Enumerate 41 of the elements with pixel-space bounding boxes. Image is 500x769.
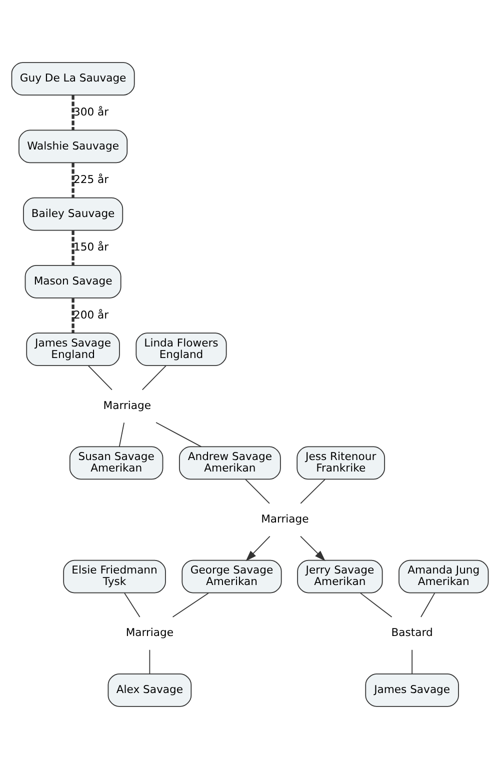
connector bbox=[72, 230, 74, 266]
connector bbox=[156, 422, 202, 448]
node-box: Andrew Savage Amerikan bbox=[179, 446, 281, 480]
node-box: George Savage Amerikan bbox=[182, 560, 282, 594]
node-text: Marriage bbox=[126, 626, 174, 640]
node-box: Guy De La Sauvage bbox=[11, 62, 135, 96]
edge-label: 300 år bbox=[74, 105, 109, 118]
node-box: Jerry Savage Amerikan bbox=[297, 560, 383, 594]
edge-label: 150 år bbox=[74, 240, 109, 254]
node-box: Susan Savage Amerikan bbox=[69, 446, 164, 480]
node-text: Marriage bbox=[103, 398, 152, 412]
connector bbox=[124, 592, 140, 618]
node-box: James Savage bbox=[365, 673, 459, 707]
connector bbox=[149, 649, 150, 674]
node-box: Bailey Sauvage bbox=[23, 197, 124, 231]
node-box: Jess Ritenour Frankrike bbox=[296, 446, 386, 480]
connector bbox=[172, 592, 209, 618]
node-text: Bastard bbox=[391, 626, 433, 640]
node-box: Linda Flowers England bbox=[136, 332, 227, 366]
connector bbox=[300, 479, 326, 504]
arrow bbox=[246, 536, 270, 562]
connector bbox=[420, 592, 436, 618]
connector bbox=[245, 479, 270, 504]
connector bbox=[88, 365, 112, 390]
connector bbox=[118, 422, 125, 448]
connector bbox=[412, 649, 413, 674]
node-box: Walshie Sauvage bbox=[18, 130, 128, 164]
connector bbox=[72, 298, 74, 333]
node-box: Mason Savage bbox=[24, 265, 122, 298]
edge-label: 225 år bbox=[74, 173, 109, 186]
connector bbox=[72, 162, 74, 198]
node-text: Marriage bbox=[261, 512, 309, 526]
node-box: Amanda Jung Amerikan bbox=[398, 560, 489, 594]
connector bbox=[142, 365, 166, 390]
connector bbox=[360, 592, 392, 618]
node-box: Alex Savage bbox=[108, 673, 192, 707]
edge-label: 200 år bbox=[74, 308, 109, 322]
arrow bbox=[300, 536, 326, 562]
node-box: Elsie Friedmann Tysk bbox=[63, 560, 166, 594]
connector bbox=[72, 95, 74, 130]
node-box: James Savage England bbox=[26, 332, 120, 366]
